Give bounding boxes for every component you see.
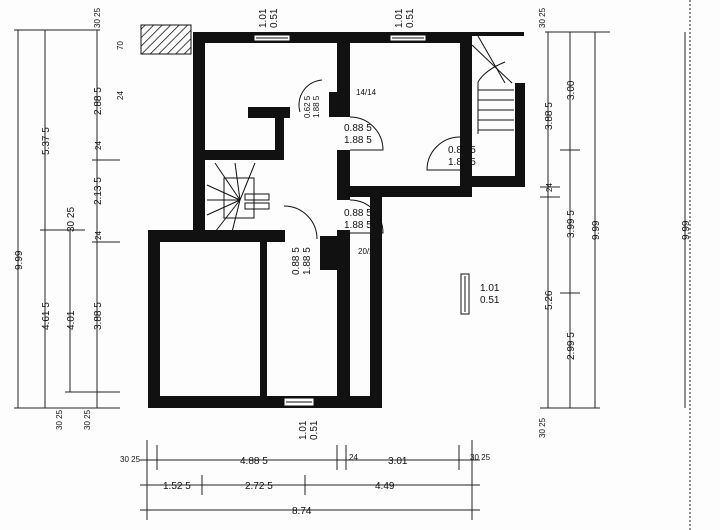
dimension-label: 3.88 5 bbox=[544, 102, 555, 130]
dimension-label: 9.99 bbox=[591, 220, 602, 240]
stairs bbox=[206, 35, 514, 233]
dimension-label: 9.99 bbox=[681, 220, 692, 240]
dimension-label: 30 25 bbox=[66, 207, 77, 232]
bottom-dimensions: 30 25 4.88 5 24 3.01 30 25 1.52 5 2.72 5… bbox=[120, 453, 491, 517]
dimension-label: 1.52 5 bbox=[163, 481, 191, 492]
dimension-label: 24 bbox=[545, 183, 554, 192]
dimension-label: 5.37 5 bbox=[41, 127, 52, 155]
dimension-label: 5.26 bbox=[544, 290, 555, 310]
dimension-label: 24 bbox=[116, 91, 125, 100]
window-width: 1.01 bbox=[480, 283, 500, 294]
window-width: 1.01 bbox=[258, 8, 269, 28]
dimension-label: 30 25 bbox=[470, 453, 491, 462]
dimension-label: 24 bbox=[349, 453, 358, 462]
door-width: 0.88 5 bbox=[344, 123, 372, 134]
dimension-label: 24 bbox=[94, 231, 103, 240]
door-width: 0.62 5 bbox=[303, 95, 312, 118]
window-width: 1.01 bbox=[298, 420, 309, 440]
right-dimensions: 30 25 3.88 5 24 5.26 3.00 3.99 5 2.99 5 … bbox=[538, 7, 692, 438]
window-height: 0.51 bbox=[405, 8, 416, 28]
dimension-label: 8.74 bbox=[292, 506, 312, 517]
door-width: 0.88 5 bbox=[344, 208, 372, 219]
dimension-label: 30 25 bbox=[538, 7, 547, 28]
dimension-lines bbox=[14, 0, 691, 530]
windows bbox=[253, 34, 470, 407]
walls bbox=[148, 32, 525, 408]
dimension-label: 4.49 bbox=[375, 481, 395, 492]
left-dimensions: 9.99 5.37 5 4.61 5 30 25 4.01 2.88 5 24 … bbox=[14, 7, 125, 430]
door-height: 1.88 5 bbox=[344, 135, 372, 146]
door-width: 0.88 5 bbox=[448, 145, 476, 156]
dimension-label: 3.01 bbox=[388, 456, 408, 467]
chimney-label: 14/14 bbox=[356, 88, 377, 97]
dimension-label: 30 25 bbox=[55, 409, 64, 430]
dimension-label: 9.99 bbox=[14, 250, 25, 270]
dimension-label: 4.88 5 bbox=[240, 456, 268, 467]
door-width: 0.88 5 bbox=[291, 247, 302, 275]
window-height: 0.51 bbox=[480, 295, 500, 306]
window-height: 0.51 bbox=[309, 420, 320, 440]
dimension-label: 4.61 5 bbox=[41, 302, 52, 330]
dimension-label: 2.99 5 bbox=[566, 332, 577, 360]
dimension-label: 30 25 bbox=[538, 417, 547, 438]
door-height: 1.88 5 bbox=[312, 95, 321, 118]
dimension-label: 70 bbox=[116, 41, 125, 50]
dimension-label: 30 25 bbox=[93, 7, 102, 28]
door-height: 1.88 5 bbox=[344, 220, 372, 231]
dimension-label: 4.01 bbox=[66, 310, 77, 330]
dimension-label: 30 25 bbox=[120, 455, 141, 464]
chimney-label: 20/20 bbox=[358, 247, 379, 256]
dimension-label: 2.13 5 bbox=[93, 177, 104, 205]
window-height: 0.51 bbox=[269, 8, 280, 28]
dimension-label: 2.88 5 bbox=[93, 87, 104, 115]
door-height: 1.88 5 bbox=[302, 247, 313, 275]
door-swings bbox=[283, 79, 461, 240]
dimension-label: 3.00 bbox=[566, 80, 577, 100]
hatched-chimney bbox=[140, 24, 192, 55]
dimension-label: 3.88 5 bbox=[93, 302, 104, 330]
window-width: 1.01 bbox=[394, 8, 405, 28]
dimension-label: 24 bbox=[94, 141, 103, 150]
dimension-label: 2.72 5 bbox=[245, 481, 273, 492]
dimension-label: 30 25 bbox=[83, 409, 92, 430]
dimension-label: 3.99 5 bbox=[566, 210, 577, 238]
door-height: 1.88 5 bbox=[448, 157, 476, 168]
